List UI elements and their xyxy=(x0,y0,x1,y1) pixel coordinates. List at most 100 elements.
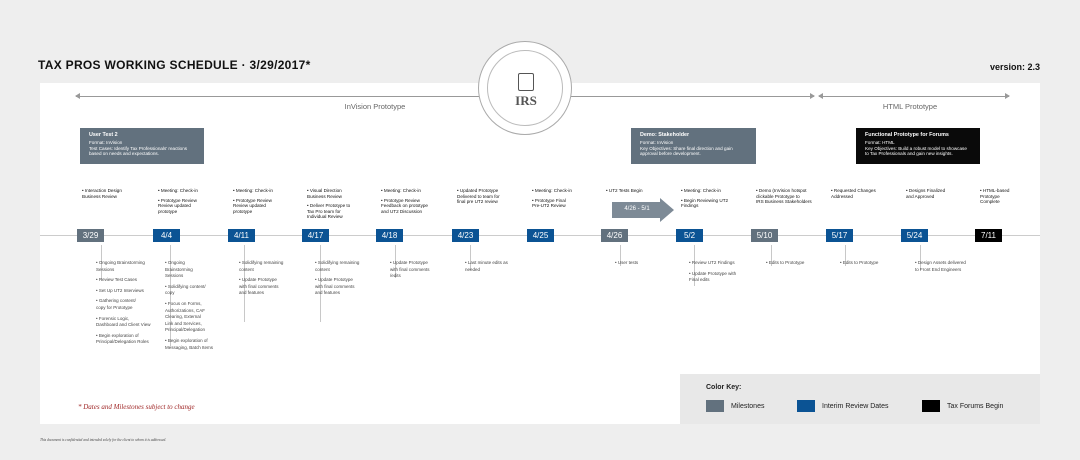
task-item: • Ongoing Brainstorming xyxy=(96,260,145,265)
task-item: • Forensic Logic, xyxy=(96,315,130,321)
info-box-line: Key Objectives: Build a robust model to … xyxy=(865,145,967,151)
connector-line xyxy=(845,245,846,266)
date-box: 5/10 xyxy=(751,229,778,242)
task-item: Principal/Delegation xyxy=(165,327,206,333)
milestone-text: • Meeting: Check-in• Prototype Review Re… xyxy=(158,188,226,218)
milestone-text: • Visual Direction Business Review• Deli… xyxy=(307,188,375,224)
milestone-line: prototype xyxy=(233,208,253,214)
task-item: • Set Up UT2 Interviews xyxy=(96,287,144,293)
connector-line xyxy=(170,245,171,346)
task-item: Dashboard and Client View xyxy=(96,322,151,328)
info-box-line: approval before development. xyxy=(640,151,701,157)
invision-phase-line xyxy=(75,93,815,99)
task-item: • Ongoing xyxy=(165,260,185,265)
milestone-line: Prototype xyxy=(980,193,1000,199)
milestone-line: • UT2 Tests Begin xyxy=(606,188,643,193)
connector-line xyxy=(694,245,695,286)
milestone-line: • Interaction Design xyxy=(82,188,122,193)
task-item: Clearing, External xyxy=(165,314,201,320)
task-item: • Focus on Forms, xyxy=(165,300,202,306)
milestone-line: final pre UT2 review xyxy=(457,199,498,205)
task-item: with final comments xyxy=(315,283,355,289)
milestone-line: clickable Prototype to xyxy=(756,193,800,199)
milestone-line: • Visual Direction xyxy=(307,188,342,193)
milestone-line: Tax Pro team for xyxy=(307,208,341,214)
task-list: • User tests xyxy=(615,260,681,271)
milestone-line: • Meeting: Check-in xyxy=(158,188,198,193)
task-item: Authorizations, CAF xyxy=(165,307,206,313)
connector-line xyxy=(395,245,396,278)
legend-swatch-milestones xyxy=(706,400,724,412)
color-key-title: Color Key: xyxy=(706,384,742,391)
task-list: • Ongoing Brainstorming Sessions • Review… xyxy=(96,260,162,350)
task-list: • Edits to Prototype xyxy=(840,260,906,271)
task-item: Principal/Delegation Roles xyxy=(96,339,149,345)
phase-label-html: HTML Prototype xyxy=(882,102,938,111)
milestone-line: • Requested Changes xyxy=(831,188,876,193)
task-item: needed xyxy=(465,266,481,272)
info-box-line: Key Objectives: Share final direction an… xyxy=(640,145,733,151)
irs-logo: IRS xyxy=(478,41,572,135)
arrow-left-icon xyxy=(818,93,823,99)
info-box-line: Test Cases: Identify Tax Professionals' … xyxy=(89,145,188,151)
task-item: with final comments xyxy=(390,266,430,272)
milestone-text: • Interaction Design Business Review xyxy=(82,188,150,203)
task-list: • Solidifying remaining content• Update … xyxy=(315,260,381,301)
milestone-line: • Meeting: Check-in xyxy=(681,188,721,193)
milestone-text: • Updated Prototype Delivered to team fo… xyxy=(457,188,525,209)
arrow-right-icon xyxy=(810,93,815,99)
milestone-line: • Begin Reviewing UT2 xyxy=(681,197,729,203)
info-box-functional-prototype: Functional Prototype for Forums Format: … xyxy=(856,128,980,164)
disclaimer-note: * Dates and Milestones subject to change xyxy=(78,403,195,411)
date-box: 4/17 xyxy=(302,229,329,242)
info-box-demo-stakeholder: Demo: Stakeholder Format: InVision Key O… xyxy=(631,128,756,164)
info-box-title: Functional Prototype for Forums xyxy=(865,132,949,138)
connector-line xyxy=(320,245,321,322)
task-item: Link and Services, xyxy=(165,320,202,326)
task-item: • Review UT2 Findings xyxy=(689,260,735,265)
milestone-line: • Prototype Review xyxy=(158,197,197,203)
milestone-line: Review updated xyxy=(233,203,266,209)
task-item: • User tests xyxy=(615,260,639,265)
task-item: content xyxy=(315,266,330,272)
date-range-label: 4/26 - 5/1 xyxy=(624,206,650,212)
date-box: 4/4 xyxy=(153,229,180,242)
html-phase-line xyxy=(818,93,1010,99)
milestone-text: • Meeting: Check-in • Begin Reviewing UT2… xyxy=(681,188,749,213)
legend-swatch-forums xyxy=(922,400,940,412)
milestone-line: Individual Review xyxy=(307,214,343,220)
task-item: copy xyxy=(165,290,175,296)
task-item: Sessions xyxy=(165,273,184,279)
legend-label-review: Interim Review Dates xyxy=(822,403,889,410)
task-list: • Review UT2 Findings• Update Prototype … xyxy=(689,260,755,288)
milestone-line: IRS Business Stakeholders xyxy=(756,199,812,205)
legend-label-forums: Tax Forums Begin xyxy=(947,403,1004,410)
milestone-line: Feedback on prototype xyxy=(381,203,428,209)
milestone-line: • Prototype Final xyxy=(532,197,566,203)
task-list: • Design Assets delivered to Front End E… xyxy=(915,260,981,277)
task-list: • Ongoing Brainstorming Sessions• Solidi… xyxy=(165,260,231,355)
task-item: • Solidifying remaining xyxy=(239,260,284,265)
task-list: • Last minute edits as needed xyxy=(465,260,531,277)
milestone-line: Business Review xyxy=(82,193,117,199)
date-box: 4/25 xyxy=(527,229,554,242)
info-box-title: Demo: Stakeholder xyxy=(640,132,690,138)
task-item: and features xyxy=(239,290,265,296)
milestone-text: • Meeting: Check-in• Prototype Review Re… xyxy=(233,188,301,218)
milestone-line: • Updated Prototype xyxy=(457,188,499,193)
date-box: 5/24 xyxy=(901,229,928,242)
milestone-line: Pre-UT2 Review xyxy=(532,203,566,209)
milestone-line: • Demo (InVision hotspot xyxy=(756,188,807,193)
confidentiality-footer: This document is confidential and intend… xyxy=(40,438,167,442)
task-item: • Review Test Cases xyxy=(96,277,138,283)
task-item: Messaging, Batch Items xyxy=(165,344,214,350)
task-item: Sessions xyxy=(96,266,115,272)
version-label: version: 2.3 xyxy=(989,62,1040,72)
date-box: 3/29 xyxy=(77,229,104,242)
milestone-line: and Approved xyxy=(906,193,935,199)
task-list: • Update Prototype with final comments /… xyxy=(390,260,456,284)
milestone-line: • Prototype Review xyxy=(233,197,272,203)
info-box-line: to Tax Professionals and gain new insigh… xyxy=(865,151,953,157)
milestone-text: • Demo (InVision hotspot clickable Proto… xyxy=(756,188,824,209)
legend-swatch-review xyxy=(797,400,815,412)
